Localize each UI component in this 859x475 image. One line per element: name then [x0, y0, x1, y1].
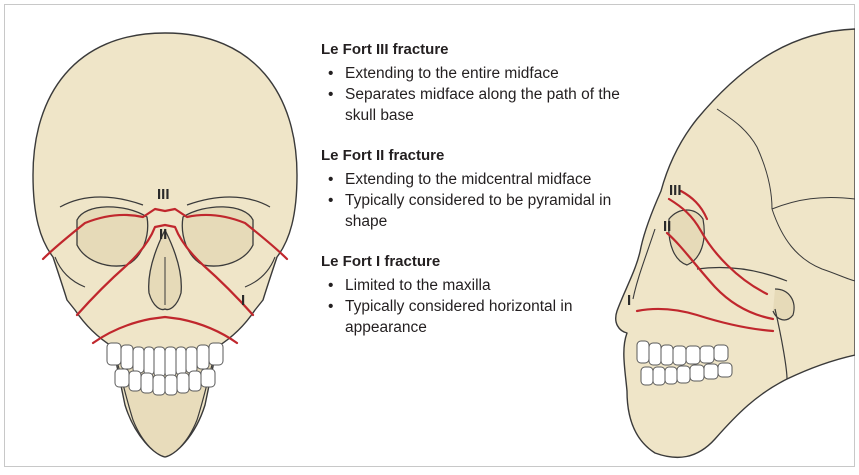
le-fort-iii-bullet-2: Separates midface along the path of the …: [321, 84, 621, 126]
le-fort-i-bullet-1: Limited to the maxilla: [321, 275, 621, 296]
le-fort-iii-section: Le Fort III fracture Extending to the en…: [321, 40, 621, 126]
le-fort-ii-title: Le Fort II fracture: [321, 146, 621, 165]
le-fort-ii-section: Le Fort II fracture Extending to the mid…: [321, 146, 621, 232]
le-fort-i-title: Le Fort I fracture: [321, 252, 621, 271]
le-fort-ii-bullet-2: Typically considered to be pyramidal in …: [321, 190, 621, 232]
front-skull-illustration: III II I: [15, 25, 315, 465]
le-fort-i-bullet-2: Typically considered horizontal in appea…: [321, 296, 621, 338]
side-label-ii: II: [663, 218, 671, 235]
front-label-i: I: [241, 292, 245, 309]
le-fort-iii-bullet-1: Extending to the entire midface: [321, 63, 621, 84]
fracture-descriptions: Le Fort III fracture Extending to the en…: [321, 40, 621, 358]
le-fort-iii-title: Le Fort III fracture: [321, 40, 621, 59]
le-fort-i-section: Le Fort I fracture Limited to the maxill…: [321, 252, 621, 338]
le-fort-ii-bullet-1: Extending to the midcentral midface: [321, 169, 621, 190]
side-label-iii: III: [669, 182, 682, 199]
side-skull-illustration: III II I: [597, 19, 855, 467]
side-label-i: I: [627, 292, 631, 309]
front-label-ii: II: [159, 226, 167, 243]
front-label-iii: III: [157, 186, 170, 203]
figure-frame: III II I Le Fort III fracture Extending …: [4, 4, 855, 467]
